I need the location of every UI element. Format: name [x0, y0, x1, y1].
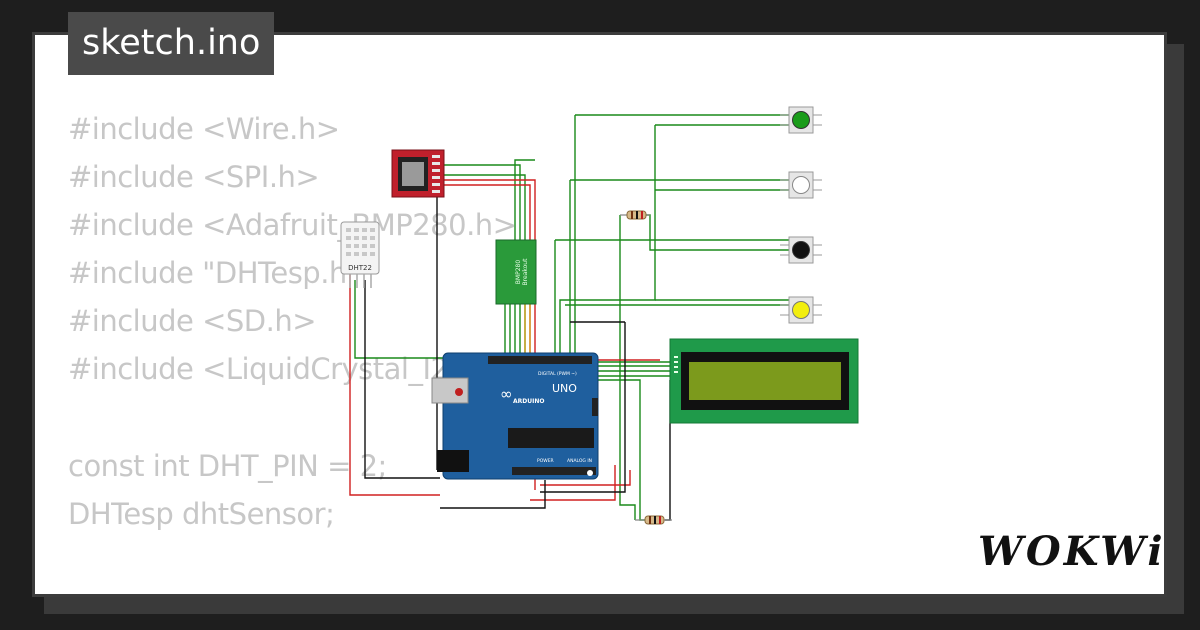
arduino-power-label: POWER: [537, 458, 554, 464]
push-button-white[interactable]: [780, 171, 822, 199]
push-button-green[interactable]: [780, 106, 822, 134]
code-line: #include "DHTesp.h": [68, 256, 360, 291]
code-listing: #include <Wire.h> #include <SPI.h> #incl…: [68, 105, 519, 594]
bmp-label-1: BMP280: [515, 260, 522, 285]
bmp-label-2: Breakout: [522, 258, 529, 286]
arduino-uno-label: UNO: [552, 382, 577, 395]
code-line: const int DHT_PIN = 2;: [68, 448, 387, 483]
resistor-top: [620, 210, 650, 220]
dht-label: DHT22: [348, 264, 372, 272]
code-line: DHTesp dhtSensor;: [68, 496, 335, 531]
resistor-bottom: [635, 515, 672, 525]
code-line: #include <SPI.h>: [68, 160, 320, 195]
arduino-brand-label: ARDUINO: [513, 398, 544, 405]
push-button-black[interactable]: [780, 236, 822, 264]
sd-card-module: [391, 149, 445, 198]
arduino-uno-board: ∞ UNO ARDUINO DIGITAL (PWM ~) POWER ANAL…: [431, 352, 599, 480]
dht22-sensor: DHT22: [340, 221, 380, 288]
push-button-yellow[interactable]: [780, 296, 822, 324]
code-line: #define BMP_SCK (13): [68, 586, 519, 594]
sketch-title: sketch.ino: [68, 12, 275, 75]
code-line: #include <Wire.h>: [68, 112, 340, 146]
bmp280-breakout: BMP280 Breakout: [495, 239, 537, 305]
arduino-analog-label: ANALOG IN: [567, 458, 592, 464]
wokwi-logo: WOKWi: [978, 528, 1166, 575]
lcd-display: [669, 338, 859, 424]
arduino-digital-label: DIGITAL (PWM ~): [538, 371, 577, 377]
preview-card: #include <Wire.h> #include <SPI.h> #incl…: [32, 32, 1167, 597]
code-line: #include <SD.h>: [68, 304, 317, 339]
svg-text:∞: ∞: [500, 385, 513, 403]
